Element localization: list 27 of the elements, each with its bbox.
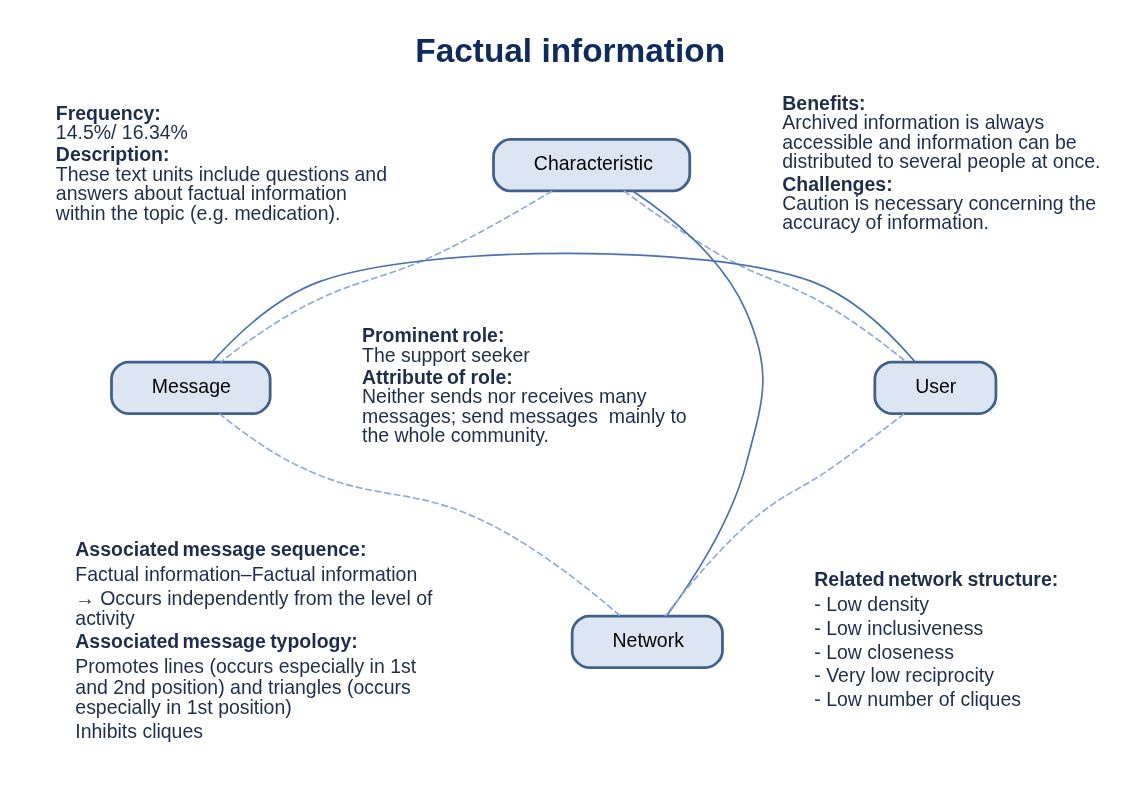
label: Attribute of role: Neither sends nor receives many messages; send messages mainly to the whole community. [362,365,687,446]
connector [664,412,905,617]
label: - Very low reciprocity [814,663,994,686]
node-box: Characteristic [492,137,692,192]
label: Benefits: Archived information is always accessible and information can be distributed to several people at once. [782,91,1101,172]
label: Associated message sequence: [75,537,367,560]
connector [211,252,916,363]
label: - Low density [814,592,930,615]
label: Challenges: Caution is necessary concerning the accuracy of information. [782,172,1097,233]
node-box: User [873,360,998,415]
label: Associated message typology: [75,629,358,652]
connector [631,189,764,617]
diagram-title: Factual information [415,31,726,69]
label: - Low inclusiveness [814,616,984,639]
label: - Low number of cliques [814,687,1021,710]
label: Factual information–Factual information [75,562,418,585]
label: - Low closeness [814,640,954,663]
connector [219,189,553,363]
connector [218,412,622,617]
connector [623,189,908,363]
label: Related network structure: [814,567,1059,590]
label: Description: These text units include questions and answers about factual information within the topic (e.g. medication). [55,142,388,224]
label: Inhibits cliques [75,719,204,742]
node-box: Network [570,614,724,669]
node-box: Message [110,360,272,415]
label: Promotes lines (occurs especially in 1st and 2nd position) and triangles (occurs especially in 1st position) [75,654,417,718]
label: Frequency: 14.5%/ 16.34% [55,101,188,143]
